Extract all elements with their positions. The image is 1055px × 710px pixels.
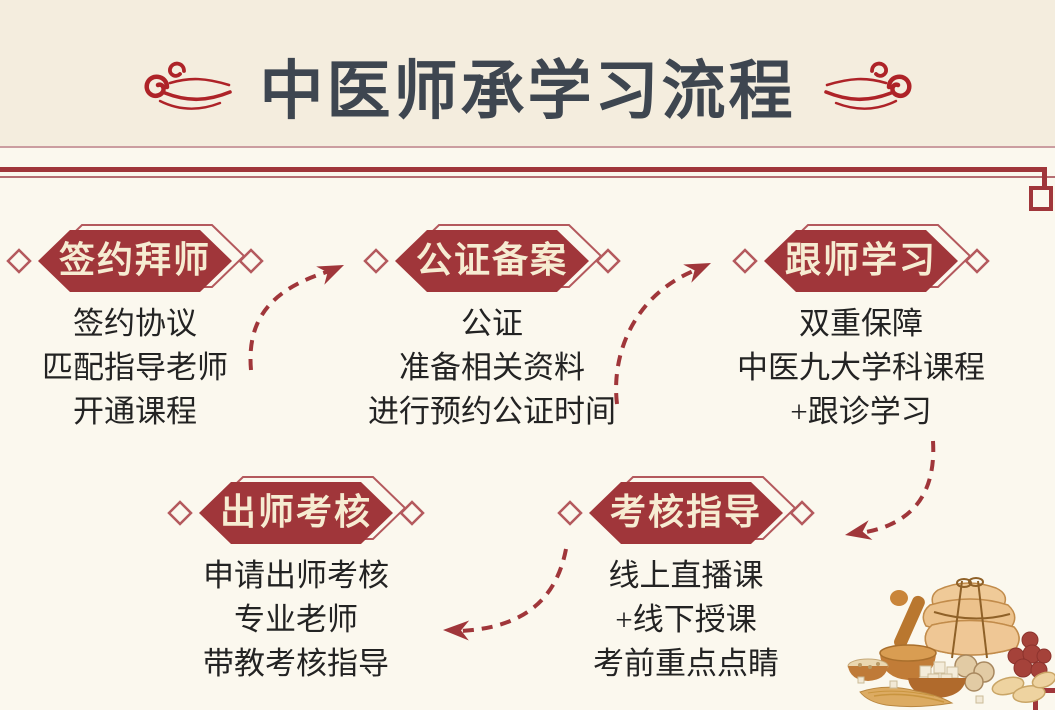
step-item-list: 线上直播课 +线下授课 考前重点点睛 xyxy=(593,554,779,686)
header-band xyxy=(0,0,1055,146)
step-item-list: 申请出师考核 专业老师 带教考核指导 xyxy=(203,554,389,686)
step-item: +跟诊学习 xyxy=(790,394,932,429)
step-item: 双重保障 xyxy=(799,306,923,341)
title-row: 中医师承学习流程 xyxy=(0,40,1055,132)
step-item: +线下授课 xyxy=(615,602,757,637)
step-mentorship: 跟师学习 双重保障 中医九大学科课程 +跟诊学习 xyxy=(681,223,1041,434)
step-item: 申请出师考核 xyxy=(203,558,389,593)
step-item: 中医九大学科课程 xyxy=(737,350,985,385)
step-badge: 公证备案 xyxy=(362,223,622,299)
hexagon-badge-shape xyxy=(557,476,815,544)
diamond-ornament-right xyxy=(964,248,990,274)
step-badge: 出师考核 xyxy=(166,475,426,551)
package-string-icon xyxy=(933,577,1011,659)
separator-thick xyxy=(0,167,1047,172)
step-item: 匹配指导老师 xyxy=(42,350,228,385)
diamond-ornament-left xyxy=(732,248,758,274)
step-assessment-guidance: 考核指导 线上直播课 +线下授课 考前重点点睛 xyxy=(506,475,866,686)
step-item: 开通课程 xyxy=(73,394,197,429)
separator-thin-bottom xyxy=(0,176,1055,178)
mortar-icon xyxy=(879,644,937,680)
separator-thin-top xyxy=(0,146,1055,148)
step-item: 进行预约公证时间 xyxy=(368,394,616,429)
scattered-cubes-icon xyxy=(857,676,984,704)
step-title: 出师考核 xyxy=(219,491,372,532)
step-item: 公证 xyxy=(461,306,523,341)
step-badge: 签约拜师 xyxy=(5,223,265,299)
step-graduation-assessment: 出师考核 申请出师考核 专业老师 带教考核指导 xyxy=(116,475,476,686)
step-item: 准备相关资料 xyxy=(399,350,585,385)
step-title: 考核指导 xyxy=(609,491,762,532)
step-item: 考前重点点睛 xyxy=(593,646,779,681)
herb-slices-round-icon xyxy=(954,654,995,692)
hexagon-badge-shape xyxy=(6,224,264,292)
diamond-ornament-right xyxy=(238,248,264,274)
pestle-icon xyxy=(890,590,925,649)
page-title: 中医师承学习流程 xyxy=(259,55,796,127)
step-title: 公证备案 xyxy=(415,239,568,280)
step-title: 签约拜师 xyxy=(58,239,211,280)
step-title: 跟师学习 xyxy=(784,239,937,280)
ginseng-icon xyxy=(859,686,954,708)
herb-bowl-left-icon xyxy=(847,658,889,681)
step-item-list: 签约协议 匹配指导老师 开通课程 xyxy=(42,302,228,434)
herb-slices-flat-icon xyxy=(991,671,1055,703)
step-item: 签约协议 xyxy=(73,306,197,341)
step-notarization: 公证备案 公证 准备相关资料 进行预约公证时间 xyxy=(312,223,672,434)
diamond-ornament-left xyxy=(6,248,32,274)
step-badge: 考核指导 xyxy=(556,475,816,551)
red-dates-icon xyxy=(1007,631,1052,679)
step-item-list: 双重保障 中医九大学科课程 +跟诊学习 xyxy=(737,302,985,434)
frame-corner-stub xyxy=(1042,167,1047,189)
diamond-ornament-right xyxy=(789,500,815,526)
diamond-ornament-right xyxy=(595,248,621,274)
diamond-ornament-left xyxy=(363,248,389,274)
step-item: 带教考核指导 xyxy=(203,646,389,681)
diamond-ornament-left xyxy=(167,500,193,526)
step-signing: 签约拜师 签约协议 匹配指导老师 开通课程 xyxy=(0,223,315,434)
step-item-list: 公证 准备相关资料 进行预约公证时间 xyxy=(368,302,616,434)
hexagon-badge-shape xyxy=(363,224,621,292)
frame-corner-square-top-right xyxy=(1029,186,1053,211)
herbs-illustration xyxy=(847,577,1055,708)
step-item: 线上直播课 xyxy=(608,558,764,593)
cloud-swirl-icon xyxy=(143,61,232,110)
diamond-ornament-left xyxy=(557,500,583,526)
hexagon-badge-shape xyxy=(167,476,425,544)
herb-packages-icon xyxy=(922,582,1020,656)
step-item: 专业老师 xyxy=(234,602,358,637)
cloud-swirl-icon-mirrored xyxy=(823,61,912,110)
diamond-ornament-right xyxy=(399,500,425,526)
step-badge: 跟师学习 xyxy=(731,223,991,299)
hexagon-badge-shape xyxy=(732,224,990,292)
